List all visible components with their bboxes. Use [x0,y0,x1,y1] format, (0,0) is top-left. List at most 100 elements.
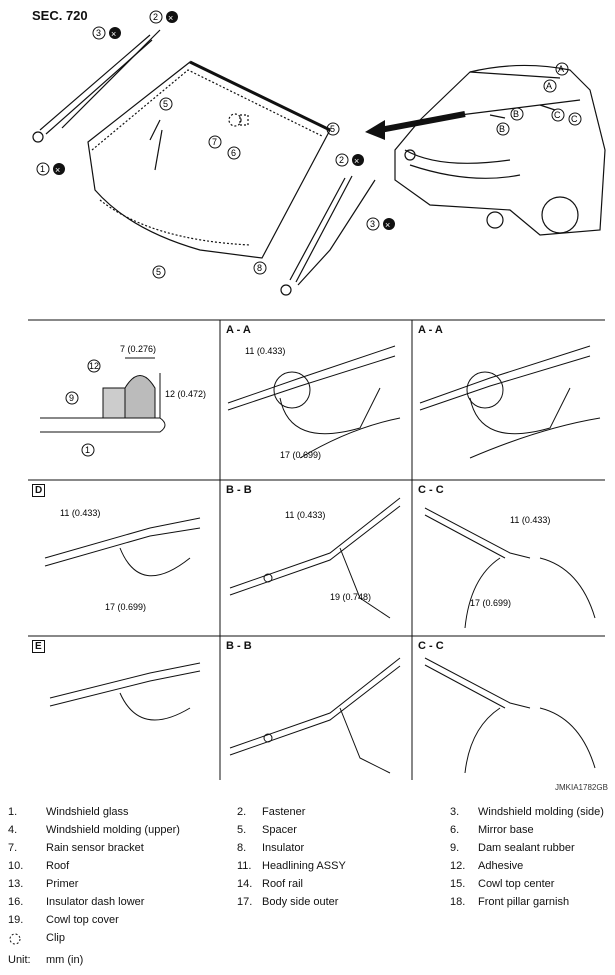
svg-text:7: 7 [212,137,217,147]
windshield-exploded-view: 3× 2× 1× 5 7 6 5 2× 3× 5 8 A A B B C C [32,10,606,296]
legend-number: 12. [450,860,466,872]
view-title-bb-2: B - B [226,640,252,652]
svg-text:×: × [55,165,60,175]
callout-6: 6 [227,146,241,160]
legend-number: 4. [8,824,18,836]
callout-C2: C [568,112,582,126]
panel-cc-1 [424,507,596,629]
legend-text: Windshield glass [46,806,129,818]
vehicle-drawing [394,64,606,236]
legend-text: Insulator [262,842,305,854]
svg-text:3: 3 [96,28,101,38]
panel-e [49,662,201,721]
legend-number: 5. [237,824,247,836]
callout-7: 7 [208,135,222,149]
legend-text: Front pillar garnish [478,896,570,908]
svg-text:×: × [354,156,359,166]
dim-17-aa1: 17 (0.699) [280,450,321,460]
legend-text: Cowl top center [478,878,555,890]
legend-number: 3. [450,806,460,818]
legend-text: Windshield molding (side) [478,806,604,818]
top-callouts: 3× 2× 1× 5 7 6 5 2× 3× 5 8 A A B B C C [36,10,582,279]
callout-8: 8 [253,261,267,275]
windshield-molding-side-left [32,29,161,143]
legend-text: Cowl top cover [46,914,119,926]
view-title-d: D [32,484,46,497]
legend-text: Dam sealant rubber [478,842,575,854]
view-title-bb-1: B - B [226,484,252,496]
svg-text:8: 8 [257,263,262,273]
panel-bb-2 [229,657,401,774]
svg-text:B: B [499,124,505,134]
clip-legend-icon [8,932,22,949]
svg-text:×: × [111,29,116,39]
dim-17-d: 17 (0.699) [105,602,146,612]
dim-11-aa1: 11 (0.433) [245,346,285,356]
svg-text:B: B [513,109,519,119]
svg-text:1: 1 [40,164,45,174]
view-title-e: E [32,640,45,653]
dim-19-bb: 19 (0.748) [330,592,371,602]
callout-B2: B [496,122,510,136]
legend-text: Primer [46,878,79,890]
view-title-cc-1: C - C [418,484,444,496]
svg-text:×: × [168,13,173,23]
legend-number: 7. [8,842,18,854]
panel-aa-1 [227,345,401,459]
legend-text: Windshield molding (upper) [46,824,180,836]
legend-number: 6. [450,824,460,836]
legend-number: 8. [237,842,247,854]
callout-5a: 5 [159,97,173,111]
dim-11-d: 11 (0.433) [60,508,100,518]
dim-17-cc: 17 (0.699) [470,598,511,608]
svg-text:2: 2 [153,12,158,22]
svg-text:A: A [546,81,552,91]
legend-number: 15. [450,878,466,890]
svg-text:2: 2 [339,155,344,165]
dim-11-bb: 11 (0.433) [285,510,325,520]
callout-2b: 2× [335,153,364,167]
reference-code: JMKIA1782GB [555,783,608,792]
legend-number: 11. [237,860,252,872]
legend-text: Rain sensor bracket [46,842,144,854]
legend-text: Fastener [262,806,306,818]
legend-text: Roof [46,860,70,872]
svg-text:C: C [571,114,578,124]
legend-number: 10. [8,860,24,872]
legend-text: Roof rail [262,878,303,890]
unit-value: mm (in) [46,954,84,966]
panel-bb-1 [229,497,401,619]
svg-text:×: × [385,220,390,230]
callout-5c: 5 [152,265,166,279]
callout-A1: A [555,62,569,76]
legend-number: 16. [8,896,24,908]
svg-text:5: 5 [330,124,335,134]
panel-aa-2 [419,345,601,459]
callout-B1: B [510,107,524,121]
legend-text: Mirror base [478,824,534,836]
legend-number: 19. [8,914,24,926]
legend-text: Headlining ASSY [262,860,346,872]
legend-number: 2. [237,806,247,818]
legend-number: 14. [237,878,253,890]
legend-number: 13. [8,878,24,890]
legend-text: Body side outer [262,896,339,908]
callout-C1: C [551,108,565,122]
dim-11-cc: 11 (0.433) [510,515,550,525]
callout-2: 2× [149,10,178,24]
unit-label: Unit: [8,954,31,966]
legend-number: 18. [450,896,466,908]
windshield-molding-side-right [280,175,376,296]
legend-number: 1. [8,806,18,818]
callout-1: 1× [36,162,65,176]
svg-text:A: A [558,64,564,74]
section-views-grid: 7 (0.276) 12 (0.472) 12 9 1 11 (0.433) 1… [28,319,605,780]
view-title-cc-2: C - C [418,640,444,652]
dim-7: 7 (0.276) [120,344,156,354]
section-title: SEC. 720 [32,8,88,23]
view-title-aa-2: A - A [418,324,443,336]
svg-text:5: 5 [156,267,161,277]
legend-number: 9. [450,842,460,854]
clip-label: Clip [46,932,65,944]
legend-text: Insulator dash lower [46,896,145,908]
